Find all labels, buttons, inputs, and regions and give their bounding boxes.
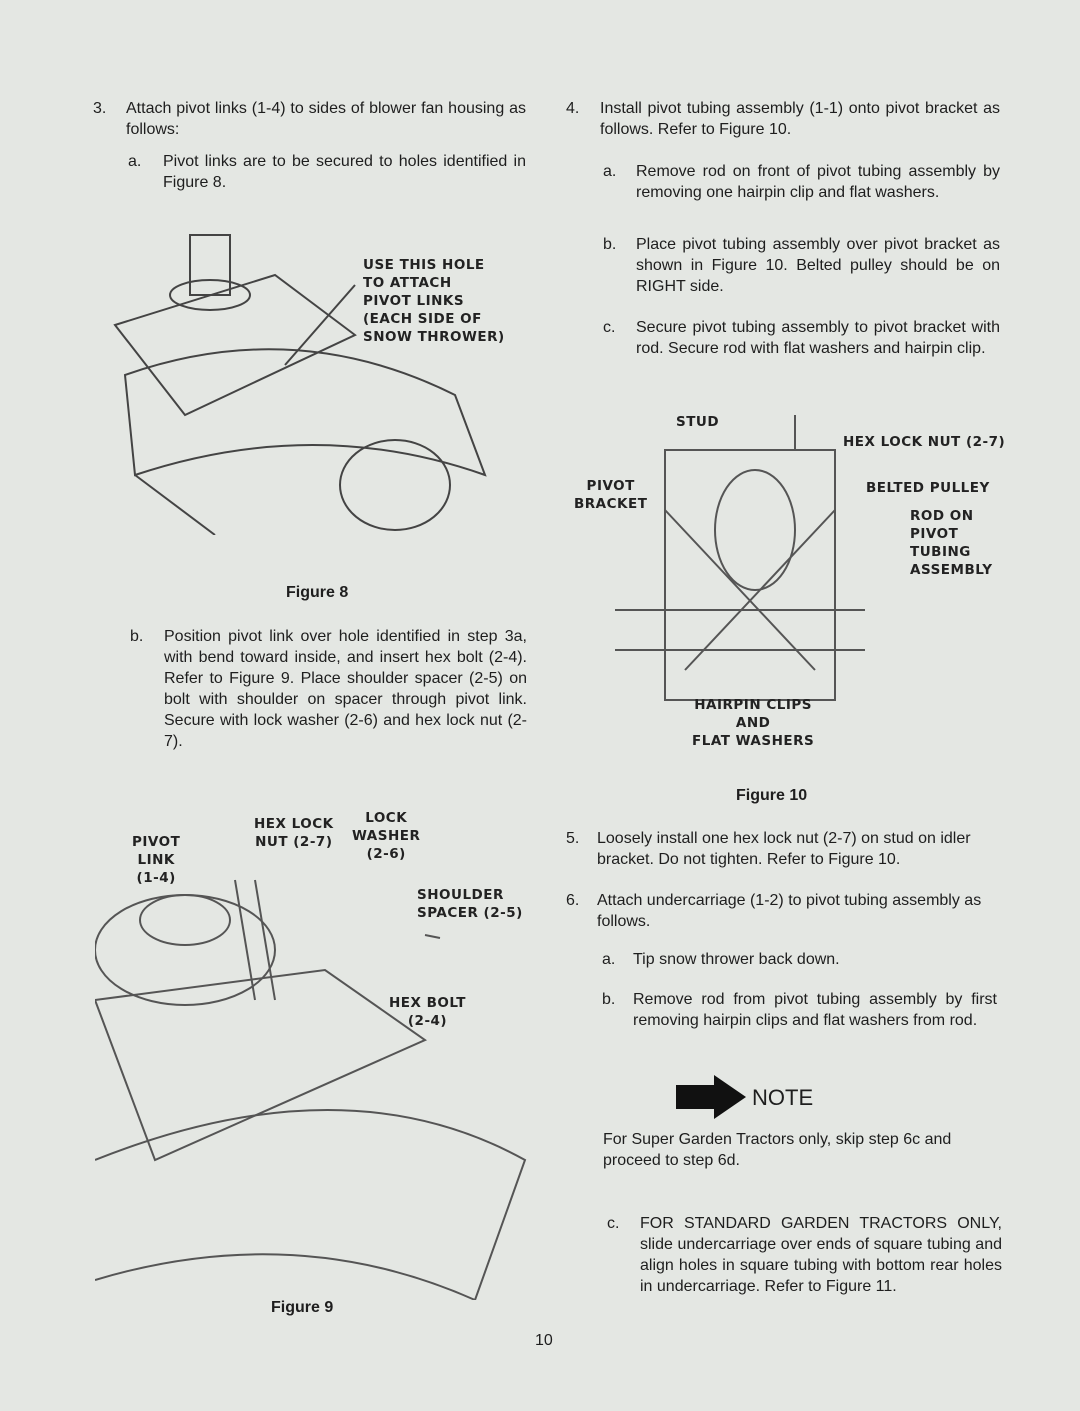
belted-pulley-label: BELTED PULLEY <box>866 480 990 496</box>
note-title: NOTE <box>752 1085 814 1110</box>
hex-lock-nut-label: HEX LOCK NUT (2-7) <box>843 434 1006 450</box>
step-letter: b. <box>603 236 617 253</box>
step-letter: a. <box>603 163 617 180</box>
figure-8-illustration <box>95 215 495 536</box>
step-letter: c. <box>603 319 616 336</box>
hex-bolt-label: HEX BOLT(2-4) <box>389 995 466 1029</box>
step-4a-text: Remove rod on front of pivot tubing asse… <box>636 163 1000 201</box>
figure-9-illustration <box>93 860 530 1302</box>
step-6a-text: Tip snow thrower back down. <box>633 951 840 968</box>
stud-label: STUD <box>676 414 720 430</box>
step-5-text: Loosely install one hex lock nut (2-7) o… <box>597 830 971 868</box>
step-number: 6. <box>566 892 580 909</box>
note-text: For Super Garden Tractors only, skip ste… <box>603 1131 952 1169</box>
step-4c-text: Secure pivot tubing assembly to pivot br… <box>636 319 1000 357</box>
figure-10-caption: Figure 10 <box>736 787 808 804</box>
step-3a-text: Pivot links are to be secured to holes i… <box>163 153 526 191</box>
step-3-text: Attach pivot links (1-4) to sides of blo… <box>126 100 526 138</box>
step-6-text: Attach undercarriage (1-2) to pivot tubi… <box>597 892 982 930</box>
step-letter: a. <box>602 951 616 968</box>
page-number: 10 <box>535 1332 553 1349</box>
step-4-text: Install pivot tubing assembly (1-1) onto… <box>600 100 1000 138</box>
arrow-right-icon <box>676 1075 746 1119</box>
step-letter: b. <box>130 628 144 645</box>
step-6b-text: Remove rod from pivot tubing assembly by… <box>633 991 997 1029</box>
step-6c-text: FOR STANDARD GARDEN TRACTORS ONLY, slide… <box>640 1215 1002 1295</box>
step-number: 4. <box>566 100 580 117</box>
step-number: 5. <box>566 830 580 847</box>
step-3b-text: Position pivot link over hole identified… <box>164 628 527 750</box>
figure-9-caption: Figure 9 <box>271 1299 334 1316</box>
step-letter: b. <box>602 991 616 1008</box>
step-letter: a. <box>128 153 142 170</box>
step-4b-text: Place pivot tubing assembly over pivot b… <box>636 236 1000 295</box>
step-number: 3. <box>93 100 107 117</box>
figure-10-illustration <box>615 410 865 740</box>
figure-8-caption: Figure 8 <box>286 584 349 601</box>
step-letter: c. <box>607 1215 620 1232</box>
